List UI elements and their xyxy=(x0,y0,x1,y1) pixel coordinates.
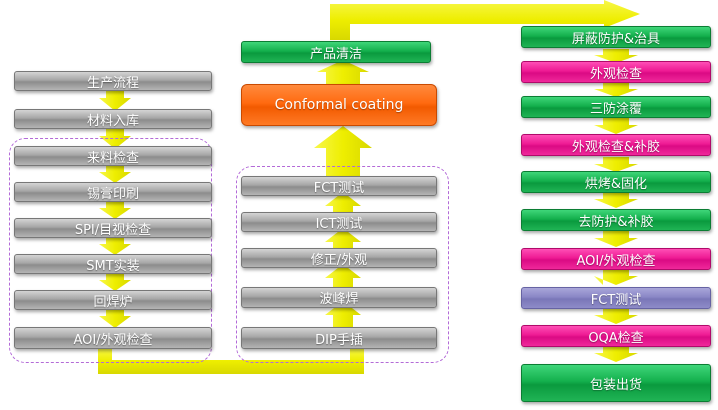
step-conformal-coating: Conformal coating xyxy=(241,84,437,126)
connector-middle-to-right xyxy=(330,0,640,40)
step-incoming-inspection: 来料检查 xyxy=(14,146,212,166)
step-repair-appearance: 修正/外观 xyxy=(241,248,437,268)
left-dashed-group xyxy=(9,138,212,363)
step-wave-soldering: 波峰焊 xyxy=(241,287,437,308)
step-production-flow: 生产流程 xyxy=(14,71,212,91)
step-aoi-appearance-inspection-2: AOI/外观检查 xyxy=(521,248,711,270)
connector-left-to-middle xyxy=(98,348,364,374)
step-fct-test: FCT测试 xyxy=(241,176,437,196)
step-product-cleaning: 产品清洁 xyxy=(241,41,431,63)
step-appearance-inspection-1: 外观检查 xyxy=(521,61,711,83)
step-reflow-oven: 回焊炉 xyxy=(14,290,212,310)
middle-column-arrows xyxy=(314,60,372,328)
step-solder-paste-printing: 锡膏印刷 xyxy=(14,182,212,202)
step-three-proof-coating: 三防涂覆 xyxy=(521,96,711,118)
step-oqa-inspection: OQA检查 xyxy=(521,325,711,347)
step-fct-test-2: FCT测试 xyxy=(521,287,711,309)
step-remove-protection-glue: 去防护&补胶 xyxy=(521,209,711,231)
step-smt-mounting: SMT实装 xyxy=(14,254,212,274)
middle-dashed-group xyxy=(236,166,449,363)
step-inspection-glue-touchup: 外观检查&补胶 xyxy=(521,134,711,156)
right-column-arrows xyxy=(594,49,638,362)
step-ict-test: ICT测试 xyxy=(241,212,437,232)
step-baking-curing: 烘烤&固化 xyxy=(521,171,711,193)
step-material-storage: 材料入库 xyxy=(14,109,212,129)
step-spi-visual-inspection: SPI/目视检查 xyxy=(14,218,212,238)
step-aoi-appearance-inspection: AOI/外观检查 xyxy=(14,327,212,349)
step-shielding-fixture: 屏蔽防护&治具 xyxy=(521,26,711,48)
step-dip-manual-insertion: DIP手插 xyxy=(241,327,437,349)
step-packaging-shipping: 包装出货 xyxy=(521,364,711,402)
